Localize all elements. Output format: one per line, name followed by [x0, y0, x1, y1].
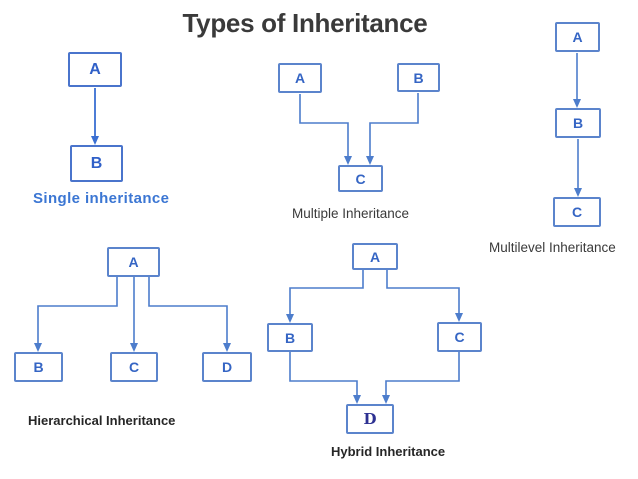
multiple-node-b: B: [397, 63, 440, 92]
multiple-node-a: A: [278, 63, 322, 93]
multiple-edge-b-c: [366, 93, 419, 165]
hierarchical-edge-a-d: [148, 277, 231, 352]
hierarchical-node-b: B: [14, 352, 63, 382]
multilevel-node-a: A: [555, 22, 600, 52]
multiple-node-c: C: [338, 165, 383, 192]
slide-title: Types of Inheritance: [182, 8, 428, 38]
hybrid-inheritance-caption: Hybrid Inheritance: [331, 444, 446, 459]
multilevel-node-b: B: [555, 108, 601, 138]
hybrid-edge-a-c: [386, 270, 463, 322]
multilevel-inheritance-caption: Multilevel Inheritance: [489, 240, 616, 255]
single-inheritance-caption: Single inheritance: [33, 190, 170, 207]
hybrid-node-d: D: [346, 404, 394, 434]
hierarchical-node-d: D: [202, 352, 252, 382]
hybrid-edge-a-b: [286, 270, 364, 323]
single-node-b: B: [70, 145, 123, 182]
hybrid-edge-b-d: [289, 352, 361, 404]
hierarchical-node-c: C: [110, 352, 158, 382]
hybrid-node-b: B: [267, 323, 313, 352]
hybrid-node-c: C: [437, 322, 482, 352]
hybrid-node-a: A: [352, 243, 398, 270]
single-node-a: A: [68, 52, 122, 87]
multiple-edge-a-c: [299, 94, 352, 165]
multilevel-node-c: C: [553, 197, 601, 227]
hybrid-edge-c-d: [382, 352, 460, 404]
hierarchical-inheritance-caption: Hierarchical Inheritance: [28, 413, 176, 428]
hierarchical-edge-a-b: [34, 277, 118, 352]
hierarchical-node-a: A: [107, 247, 160, 277]
multiple-inheritance-caption: Multiple Inheritance: [292, 206, 410, 221]
